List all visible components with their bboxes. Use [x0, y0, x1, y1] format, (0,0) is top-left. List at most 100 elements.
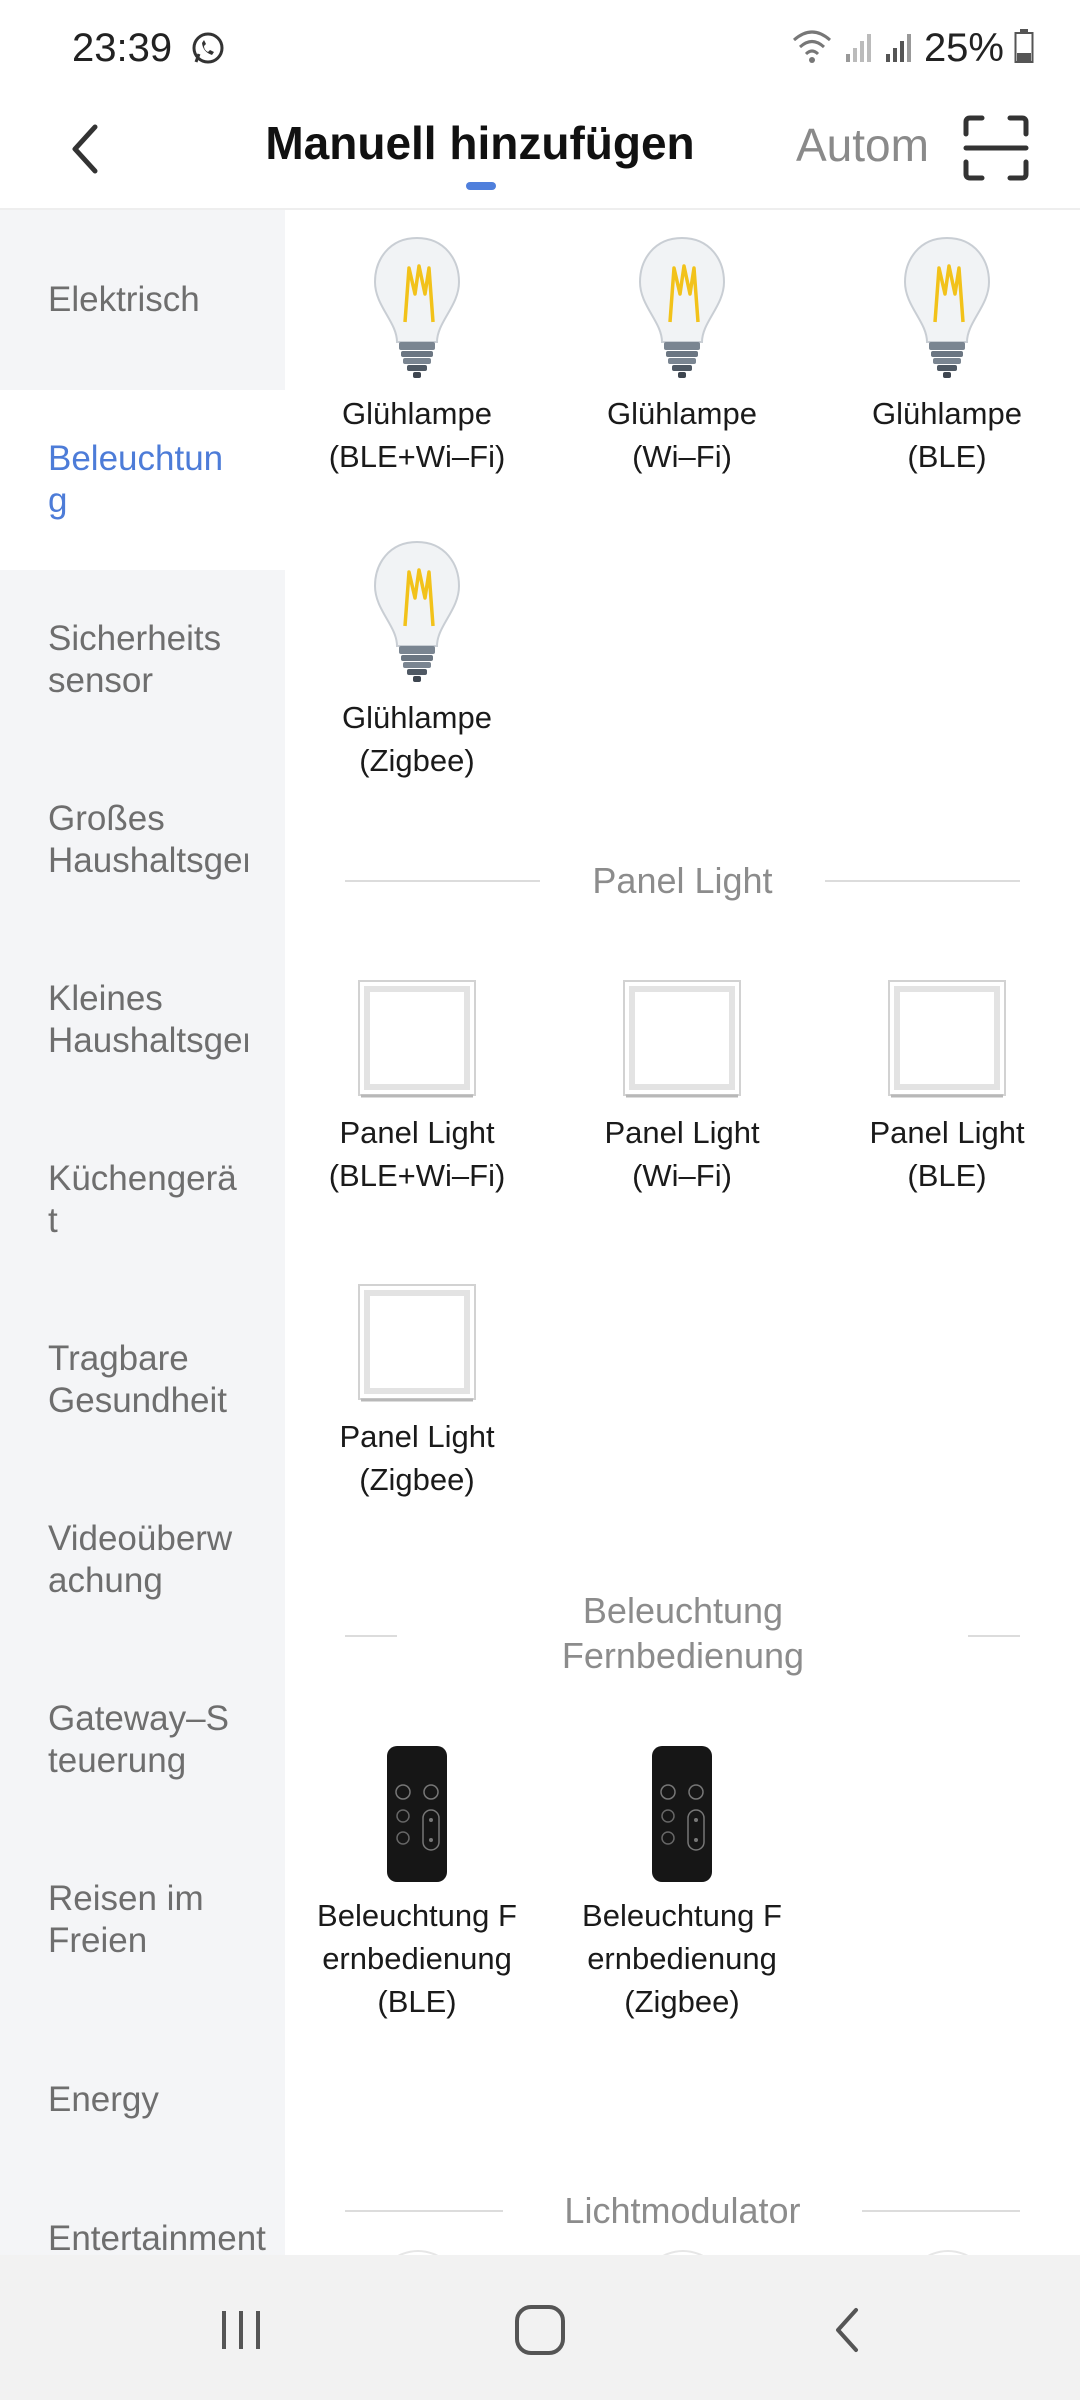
sidebar-item-label: Beleuchtung: [48, 439, 224, 520]
device-gluehlampe-ble[interactable]: Glühlampe (BLE): [832, 232, 1062, 478]
active-tab-indicator: [466, 182, 496, 190]
battery-icon: [1014, 28, 1034, 69]
sidebar-item-label: Energy: [48, 2080, 159, 2119]
recent-apps-icon: [222, 2311, 260, 2349]
divider: [345, 1635, 397, 1637]
divider: [862, 2210, 1020, 2212]
device-protocol: (Wi–Fi): [632, 439, 732, 474]
sidebar-item-label: Gateway–Steuerung: [48, 1699, 229, 1780]
light-bulb-icon: [903, 236, 991, 378]
light-bulb-icon: [373, 540, 461, 682]
section-header-panel-light: Panel Light: [345, 830, 1020, 930]
device-name: Glühlampe: [342, 396, 492, 431]
device-protocol: (Zigbee): [359, 1462, 475, 1497]
battery-percent: 25%: [923, 25, 1004, 70]
back-nav-button[interactable]: [796, 2285, 896, 2375]
sidebar-item-kleines-haushaltsgeraet[interactable]: Kleines Haushaltsgerät: [0, 930, 285, 1110]
device-gluehlampe-zigbee[interactable]: Glühlampe (Zigbee): [302, 536, 532, 782]
sidebar-item-reisen-im-freien[interactable]: Reisen im Freien: [0, 1830, 285, 2010]
sidebar-item-label: Großes Haushaltsgerät: [48, 799, 248, 880]
category-sidebar: Elektrisch Beleuchtung Sicherheitssensor…: [0, 210, 285, 2255]
device-name: Panel Light: [339, 1419, 495, 1454]
section-header-beleuchtung-fernbedienung: Beleuchtung Fernbedienung: [345, 1585, 1020, 1685]
device-protocol: (BLE): [907, 439, 987, 474]
device-panel-light-ble[interactable]: Panel Light (BLE): [832, 975, 1062, 1197]
status-time: 23:39: [72, 26, 173, 70]
remote-control-icon: [652, 1746, 712, 1882]
panel-light-icon: [358, 1284, 476, 1402]
system-navigation-bar: [0, 2255, 1080, 2400]
device-protocol: (BLE): [907, 1158, 987, 1193]
device-protocol: (Zigbee): [624, 1984, 740, 2019]
sidebar-item-energy[interactable]: Energy: [0, 2010, 285, 2190]
sidebar-item-grosses-haushaltsgeraet[interactable]: Großes Haushaltsgerät: [0, 750, 285, 930]
device-protocol: (BLE+Wi–Fi): [328, 1158, 506, 1193]
sidebar-item-sicherheitssensor[interactable]: Sicherheitssensor: [0, 570, 285, 750]
sidebar-item-label: Kleines Haushaltsgerät: [48, 979, 248, 1060]
device-list: Glühlampe (BLE+Wi–Fi) Glühlampe (Wi–Fi) Gl…: [285, 210, 1080, 2255]
chevron-left-icon: [72, 124, 98, 174]
sidebar-item-label: Küchengerät: [48, 1159, 237, 1240]
device-beleuchtung-fernbedienung-zigbee[interactable]: Beleuchtung Fernbedienung (Zigbee): [567, 1744, 797, 2023]
device-protocol: (BLE): [377, 1984, 457, 2019]
signal-icon-1: [844, 28, 874, 69]
sidebar-item-gateway-steuerung[interactable]: Gateway–Steuerung: [0, 1650, 285, 1830]
device-protocol: (Wi–Fi): [632, 1158, 732, 1193]
home-icon: [515, 2305, 565, 2355]
divider: [825, 880, 1020, 882]
section-header-lichtmodulator: Lichtmodulator: [345, 2160, 1020, 2255]
section-title: Beleuchtung Fernbedienung: [561, 1590, 805, 1676]
light-bulb-icon: [373, 236, 461, 378]
section-title: Panel Light: [592, 860, 773, 901]
device-panel-light-zigbee[interactable]: Panel Light (Zigbee): [302, 1279, 532, 1501]
device-panel-light-ble-wifi[interactable]: Panel Light (BLE+Wi–Fi): [302, 975, 532, 1197]
sidebar-item-label: Elektrisch: [48, 280, 200, 319]
device-beleuchtung-fernbedienung-ble[interactable]: Beleuchtung Fernbedienung (BLE): [302, 1744, 532, 2023]
sidebar-item-label: Sicherheitssensor: [48, 619, 222, 700]
sidebar-item-tragbare-gesundheit[interactable]: Tragbare Gesundheit: [0, 1290, 285, 1470]
sidebar-item-beleuchtung[interactable]: Beleuchtung: [0, 390, 285, 570]
wifi-icon: [790, 26, 834, 71]
sidebar-item-videoueberwachung[interactable]: Videoüberwachung: [0, 1470, 285, 1650]
whatsapp-icon: [190, 30, 226, 71]
divider: [968, 1635, 1020, 1637]
device-protocol: (BLE+Wi–Fi): [328, 439, 506, 474]
sidebar-item-label: Tragbare Gesundheit: [48, 1339, 228, 1420]
sidebar-item-kuechengeraet[interactable]: Küchengerät: [0, 1110, 285, 1290]
back-button[interactable]: [50, 114, 120, 184]
home-button[interactable]: [490, 2285, 590, 2375]
sidebar-item-label: Entertainment: [48, 2219, 266, 2255]
sidebar-item-entertainment[interactable]: Entertainment: [0, 2190, 285, 2255]
device-name: Beleuchtung Fernbedienung: [317, 1898, 517, 1976]
device-name: Panel Light: [869, 1115, 1025, 1150]
device-name: Panel Light: [604, 1115, 760, 1150]
device-name: Panel Light: [339, 1115, 495, 1150]
remote-control-icon: [387, 1746, 447, 1882]
app-header: Manuell hinzufügen Autom: [0, 96, 1080, 210]
chevron-left-icon: [836, 2308, 858, 2352]
sidebar-item-elektrisch[interactable]: Elektrisch: [0, 210, 285, 390]
panel-light-icon: [623, 980, 741, 1098]
device-panel-light-wifi[interactable]: Panel Light (Wi–Fi): [567, 975, 797, 1197]
divider: [345, 2210, 503, 2212]
sidebar-item-label: Reisen im Freien: [48, 1879, 204, 1960]
device-name: Glühlampe: [342, 700, 492, 735]
status-bar: 23:39: [0, 0, 1080, 96]
section-title: Lichtmodulator: [564, 2190, 801, 2231]
light-bulb-icon: [638, 236, 726, 378]
panel-light-icon: [888, 980, 1006, 1098]
panel-light-icon: [358, 980, 476, 1098]
device-gluehlampe-wifi[interactable]: Glühlampe (Wi–Fi): [567, 232, 797, 478]
divider: [345, 880, 540, 882]
device-name: Glühlampe: [607, 396, 757, 431]
sidebar-item-label: Videoüberwachung: [48, 1519, 233, 1600]
device-name: Beleuchtung Fernbedienung: [582, 1898, 782, 1976]
tab-auto-scan[interactable]: Autom: [796, 119, 929, 171]
recent-apps-button[interactable]: [191, 2285, 291, 2375]
device-protocol: (Zigbee): [359, 743, 475, 778]
tab-manual-add[interactable]: Manuell hinzufügen: [265, 117, 695, 169]
device-gluehlampe-ble-wifi[interactable]: Glühlampe (BLE+Wi–Fi): [302, 232, 532, 478]
scan-button[interactable]: [962, 114, 1030, 182]
device-name: Glühlampe: [872, 396, 1022, 431]
scan-icon: [963, 115, 1029, 181]
